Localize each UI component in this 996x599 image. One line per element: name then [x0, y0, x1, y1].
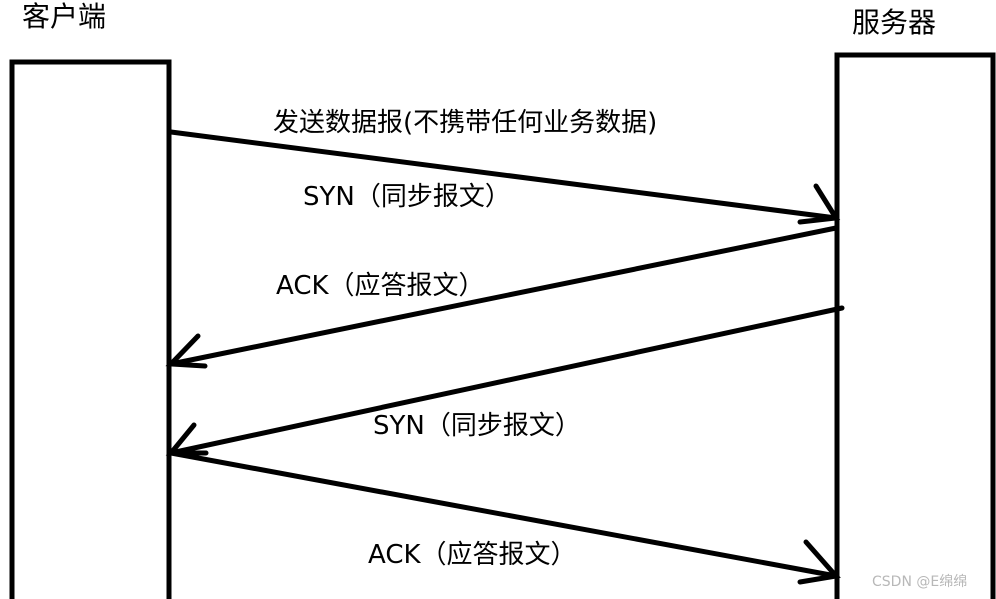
message-arrow-2 [165, 225, 839, 369]
server-title: 服务器 [852, 6, 936, 39]
message-label-3: ACK（应答报文） [276, 271, 485, 301]
message-label-5: ACK（应答报文） [368, 540, 577, 570]
watermark: CSDN @E绵绵 [872, 573, 967, 590]
server-box [834, 52, 996, 599]
message-label-2: SYN（同步报文） [303, 182, 511, 212]
message-label-1: 发送数据报(不携带任何业务数据) [273, 108, 657, 138]
message-label-4: SYN（同步报文） [373, 411, 581, 441]
message-arrow-1 [168, 129, 841, 225]
client-box [9, 59, 172, 599]
message-arrow-4 [168, 450, 841, 585]
client-title: 客户端 [22, 0, 106, 33]
